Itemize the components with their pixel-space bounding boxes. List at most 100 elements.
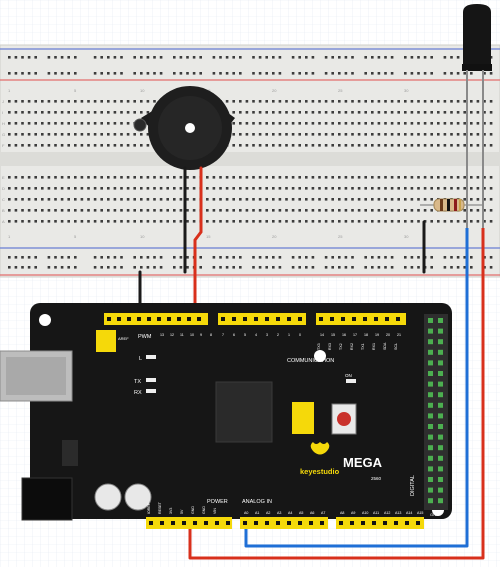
breadboard-hole: [87, 133, 90, 136]
breadboard-hole: [14, 72, 18, 75]
breadboard-hole: [60, 256, 64, 259]
breadboard-hole: [133, 72, 136, 75]
breadboard-hole: [8, 133, 11, 136]
breadboard-hole: [212, 187, 216, 190]
reset-button[interactable]: [337, 412, 351, 426]
breadboard-hole: [318, 176, 321, 179]
breadboard-hole: [351, 220, 354, 223]
breadboard-hole: [331, 209, 334, 212]
wire-buzzer-pin: [193, 166, 203, 332]
pin-label: TX3: [317, 343, 321, 350]
breadboard-hole: [41, 144, 44, 147]
breadboard-hole: [80, 187, 84, 190]
breadboard-hole: [258, 133, 262, 136]
breadboard-hole: [67, 187, 70, 190]
pin-label: A7: [321, 511, 325, 515]
breadboard-hole: [463, 266, 466, 269]
mount-hole: [314, 350, 326, 362]
pin-label: RESET: [158, 501, 162, 514]
breadboard-hole: [417, 111, 420, 114]
breadboard-hole: [74, 111, 77, 114]
keyestudio-logo-icon: [310, 442, 330, 455]
breadboard-hole: [450, 72, 453, 75]
pin-label: A0: [244, 511, 248, 515]
breadboard-hole: [159, 220, 163, 223]
breadboard-hole: [338, 256, 341, 259]
breadboard-hole: [265, 111, 268, 114]
breadboard-hole: [146, 72, 150, 75]
breadboard-hole: [252, 187, 255, 190]
pin-label: 5: [244, 333, 246, 337]
breadboard-hole: [67, 256, 70, 259]
breadboard-hole: [463, 176, 466, 179]
breadboard-hole: [338, 72, 341, 75]
breadboard-hole: [489, 220, 493, 223]
column-number: 25: [338, 234, 343, 239]
breadboard-hole: [80, 176, 84, 179]
breadboard-hole: [239, 198, 242, 201]
breadboard-hole: [60, 133, 64, 136]
tx-label: TX: [134, 379, 141, 385]
breadboard-hole: [470, 72, 473, 75]
breadboard-hole: [93, 198, 97, 201]
breadboard-hole: [265, 187, 268, 190]
header-pin: [167, 317, 171, 321]
breadboard-hole: [417, 56, 420, 59]
breadboard-hole: [100, 56, 103, 59]
header-pin: [383, 521, 387, 525]
power-jack: [21, 477, 73, 521]
breadboard-hole: [423, 133, 427, 136]
breadboard-hole: [476, 187, 480, 190]
breadboard-hole: [305, 256, 308, 259]
breadboard-hole: [364, 72, 367, 75]
breadboard-hole: [27, 220, 31, 223]
column-number: 20: [272, 234, 277, 239]
pin-label: 4: [255, 333, 257, 337]
header-pin: [243, 521, 247, 525]
pin-label: 11: [180, 333, 184, 337]
breadboard-hole: [80, 209, 84, 212]
breadboard-hole: [239, 144, 242, 147]
breadboard-hole: [107, 220, 110, 223]
breadboard-hole: [265, 100, 268, 103]
breadboard-hole: [60, 198, 64, 201]
digital-header-pin: [438, 349, 443, 355]
breadboard-hole: [133, 100, 136, 103]
breadboard-hole: [265, 56, 268, 59]
breadboard-hole: [285, 187, 288, 190]
breadboard-hole: [384, 72, 387, 75]
digital-header-pin: [428, 477, 433, 482]
breadboard-hole: [489, 256, 493, 259]
breadboard-hole: [67, 144, 70, 147]
breadboard-hole: [463, 256, 466, 259]
breadboard-hole: [318, 122, 321, 125]
breadboard-hole: [8, 266, 11, 269]
breadboard-hole: [443, 133, 447, 136]
breadboard-hole: [311, 187, 315, 190]
breadboard-hole: [113, 209, 117, 212]
breadboard-hole: [54, 56, 57, 59]
breadboard-hole: [239, 111, 242, 114]
breadboard-hole: [331, 100, 334, 103]
breadboard-hole: [311, 144, 315, 147]
breadboard-hole: [179, 187, 183, 190]
breadboard-hole: [364, 133, 367, 136]
breadboard-hole: [239, 176, 242, 179]
breadboard-hole: [232, 144, 235, 147]
breadboard-hole: [258, 187, 262, 190]
breadboard-hole: [410, 220, 414, 223]
digital-header-pin: [428, 455, 433, 461]
digital-label: DIGITAL: [410, 475, 416, 496]
breadboard-hole: [232, 220, 235, 223]
breadboard-hole: [14, 100, 18, 103]
breadboard-hole: [430, 187, 433, 190]
breadboard-hole: [245, 198, 249, 201]
breadboard-hole: [87, 198, 90, 201]
breadboard-hole: [8, 111, 11, 114]
breadboard-hole: [8, 220, 11, 223]
breadboard-hole: [377, 176, 381, 179]
breadboard-hole: [291, 100, 295, 103]
breadboard-hole: [166, 209, 169, 212]
breadboard-hole: [47, 111, 51, 114]
